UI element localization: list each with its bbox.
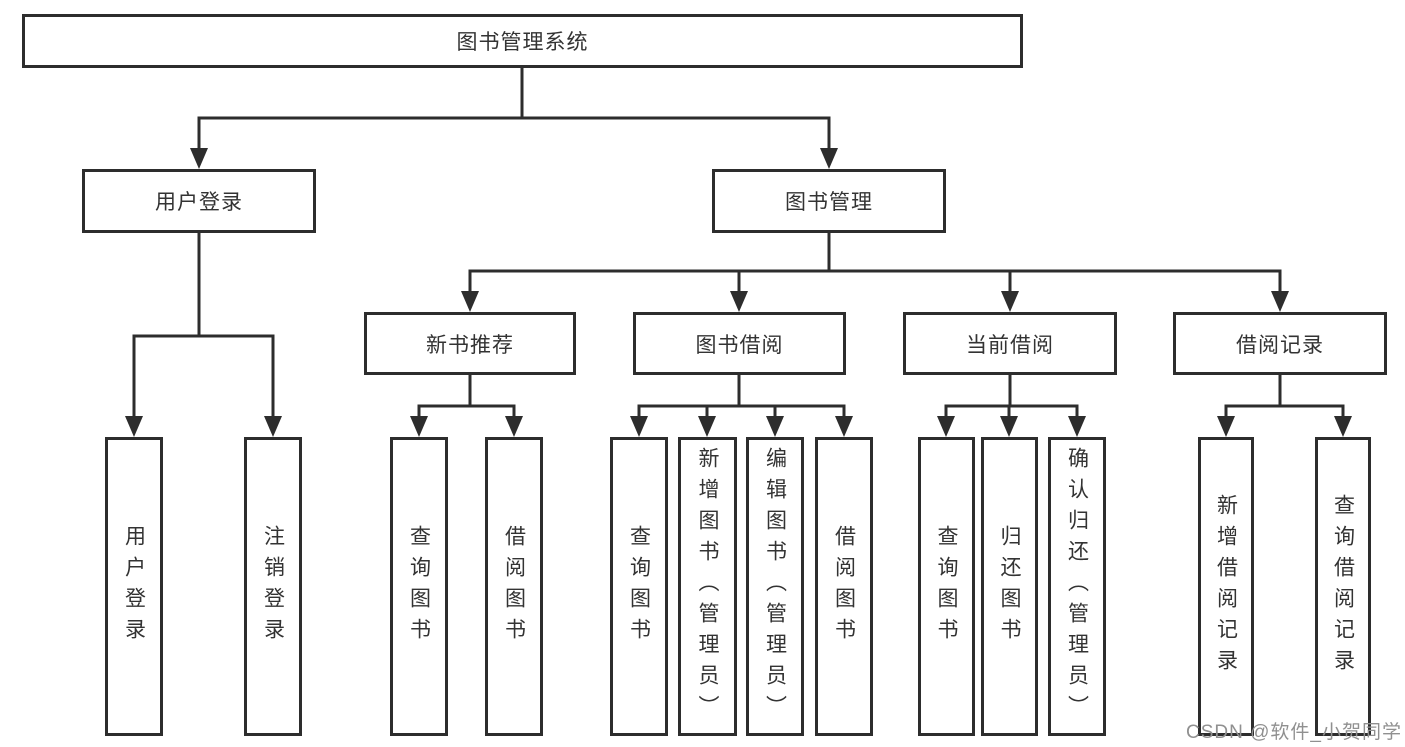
leaf-add-borrowing-record: 新增借阅记录 — [1198, 437, 1254, 736]
node-label: 注销登录 — [261, 524, 285, 649]
node-label: 借阅记录 — [1236, 333, 1324, 357]
node-label: 查询图书 — [627, 524, 651, 649]
node-current-borrowing: 当前借阅 — [903, 312, 1117, 375]
node-label: 图书管理 — [785, 191, 873, 214]
leaf-logout: 注销登录 — [244, 437, 302, 736]
leaf-query-books-borrowing: 查询图书 — [610, 437, 668, 736]
leaf-return-books: 归还图书 — [981, 437, 1038, 736]
leaf-query-borrowing-record: 查询借阅记录 — [1315, 437, 1371, 736]
node-label: 归还图书 — [998, 524, 1021, 649]
leaf-add-books-admin: 新增图书（管理员） — [678, 437, 737, 736]
node-label: 用户登录 — [122, 524, 146, 649]
leaf-query-books-current: 查询图书 — [918, 437, 975, 736]
leaf-borrow-books: 借阅图书 — [815, 437, 873, 736]
node-label: 新增图书（管理员） — [696, 447, 719, 726]
node-label: 借阅图书 — [832, 524, 856, 649]
leaf-edit-books-admin: 编辑图书（管理员） — [746, 437, 804, 736]
node-label: 确认归还（管理员） — [1065, 447, 1089, 726]
node-library-management-system: 图书管理系统 — [22, 14, 1023, 68]
node-label: 借阅图书 — [502, 524, 526, 649]
node-book-management: 图书管理 — [712, 169, 946, 233]
leaf-user-login: 用户登录 — [105, 437, 163, 736]
node-label: 查询图书 — [935, 524, 958, 649]
node-user-login: 用户登录 — [82, 169, 316, 233]
node-new-book-recommendation: 新书推荐 — [364, 312, 576, 375]
node-borrowing-records: 借阅记录 — [1173, 312, 1387, 375]
node-label: 新书推荐 — [426, 333, 514, 357]
leaf-query-books-recommend: 查询图书 — [390, 437, 448, 736]
csdn-watermark: CSDN @软件_小贺同学 — [1186, 722, 1402, 743]
leaf-confirm-return-admin: 确认归还（管理员） — [1048, 437, 1106, 736]
node-label: 当前借阅 — [966, 333, 1054, 357]
node-label: 查询借阅记录 — [1331, 493, 1355, 680]
node-label: 图书借阅 — [695, 333, 784, 357]
node-book-borrowing: 图书借阅 — [633, 312, 846, 375]
node-label: 图书管理系统 — [456, 31, 589, 54]
node-label: 编辑图书（管理员） — [763, 447, 787, 726]
node-label: 新增借阅记录 — [1214, 493, 1238, 680]
leaf-borrow-books-recommend: 借阅图书 — [485, 437, 543, 736]
node-label: 查询图书 — [407, 524, 431, 649]
node-label: 用户登录 — [155, 191, 243, 214]
